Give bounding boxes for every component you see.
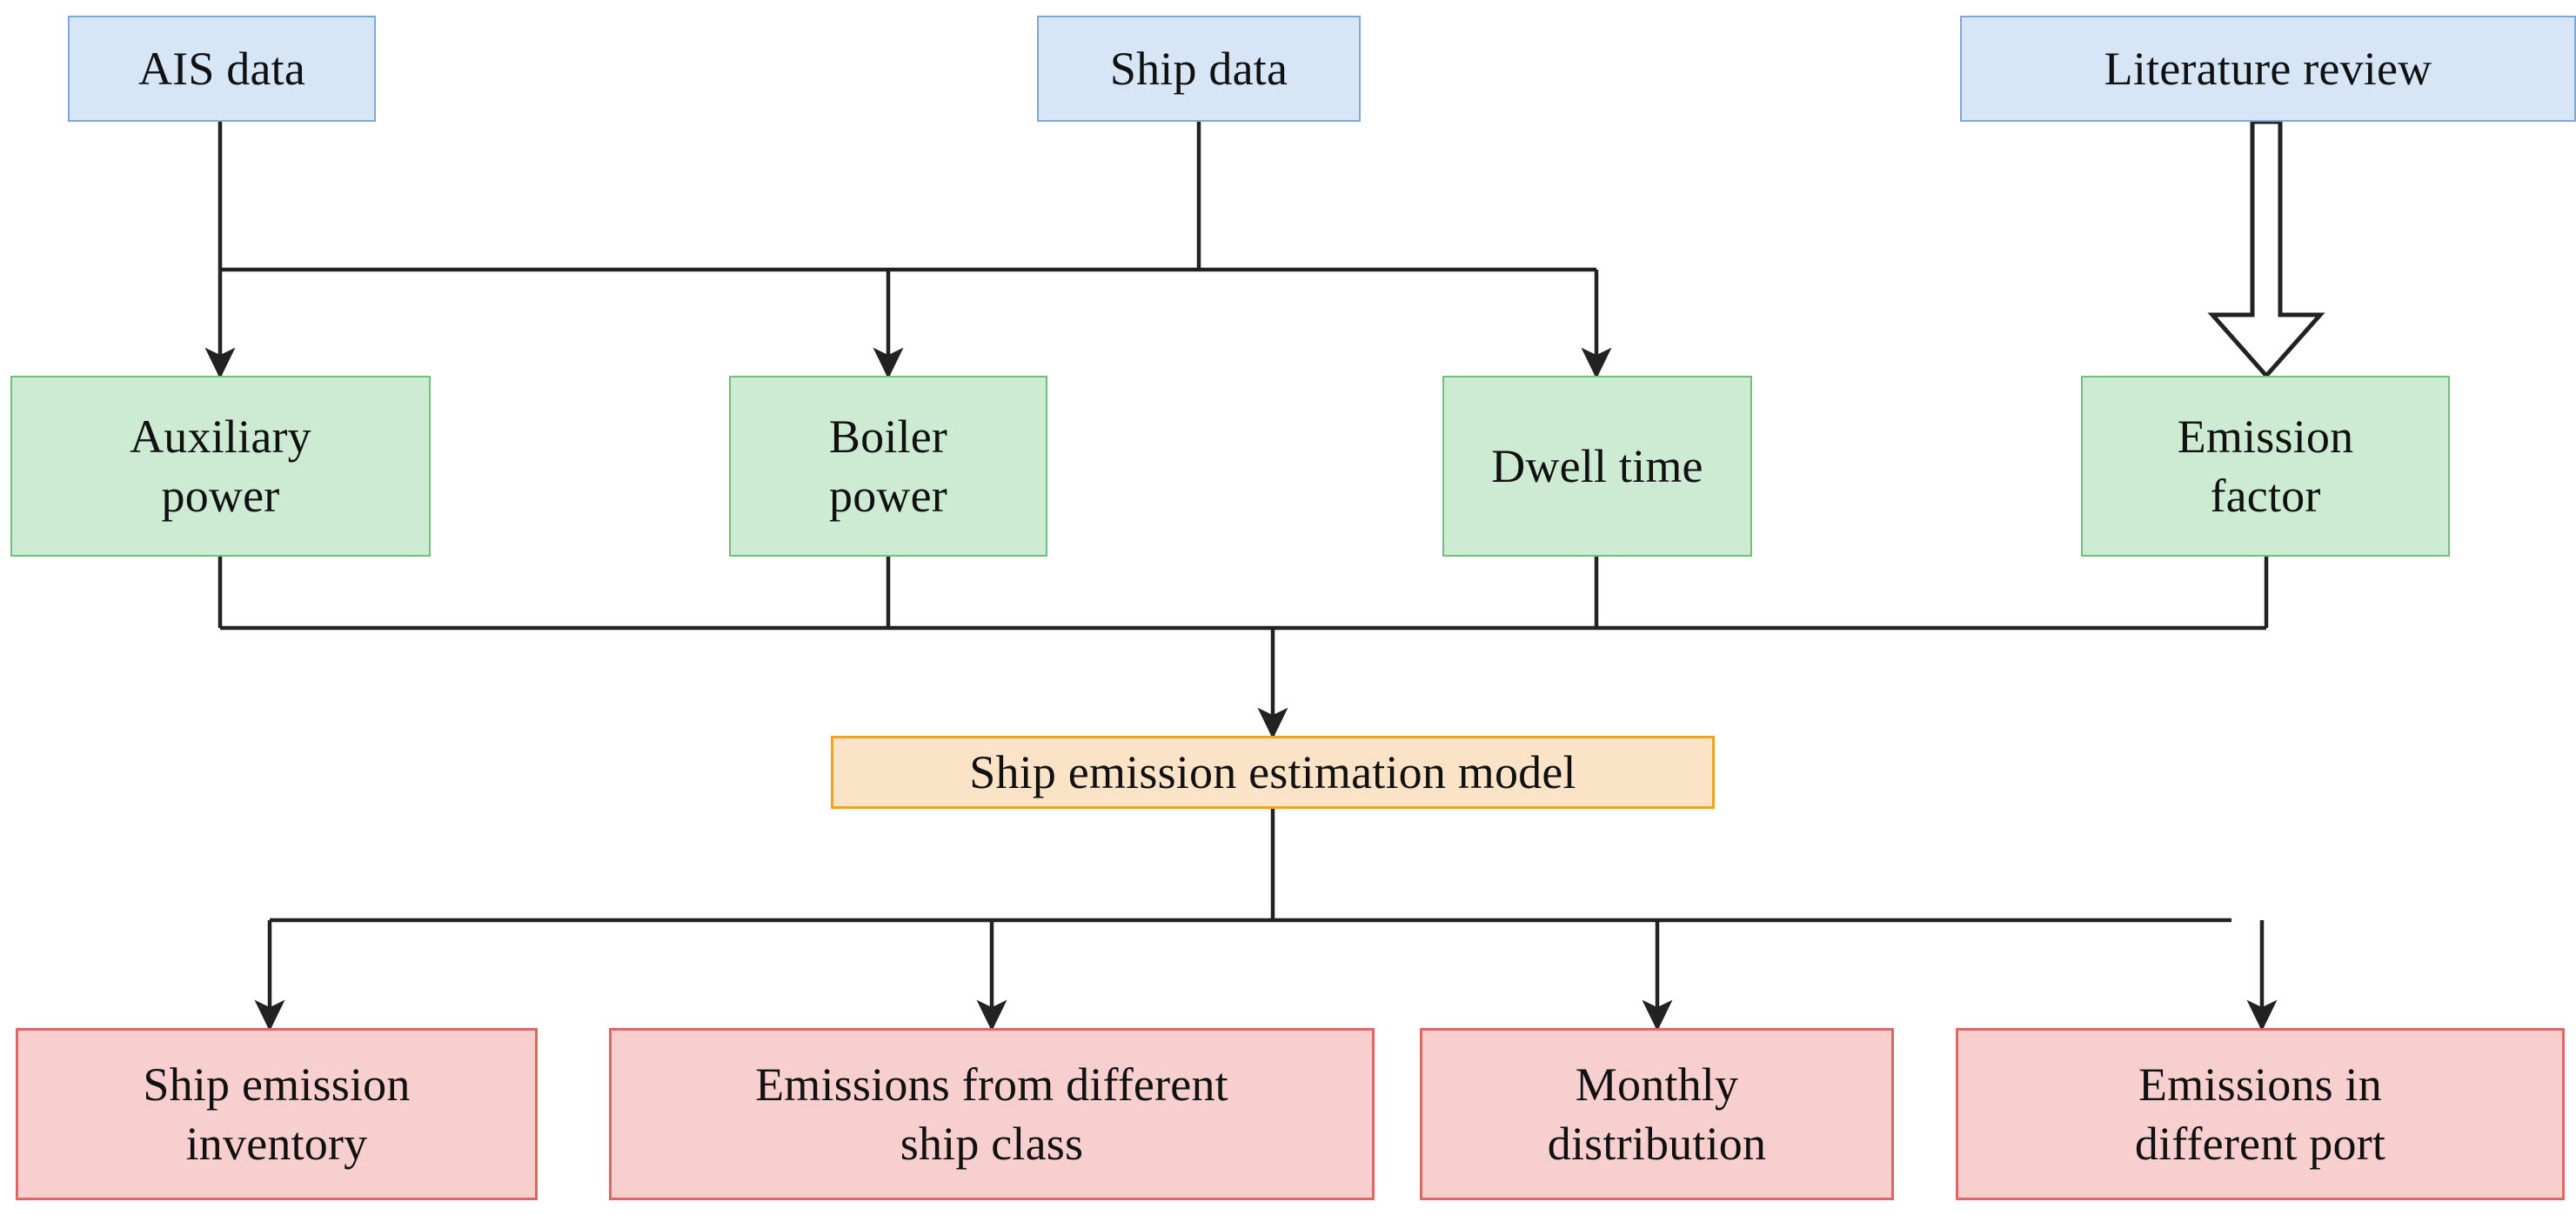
node-ship-emission-inventory[interactable]: Ship emission inventory (16, 1028, 538, 1200)
node-literature-review[interactable]: Literature review (1960, 16, 2576, 122)
node-emissions-in-different-port-label: Emissions in different port (2134, 1058, 2386, 1170)
node-boiler-power-label: Boiler power (828, 410, 948, 522)
node-emissions-in-different-port[interactable]: Emissions in different port (1956, 1028, 2565, 1200)
node-auxiliary-power[interactable]: Auxiliary power (10, 376, 431, 557)
node-emission-factor-label: Emission factor (2177, 410, 2354, 522)
node-ship-emission-estimation-model[interactable]: Ship emission estimation model (831, 736, 1715, 809)
node-auxiliary-power-label: Auxiliary power (130, 410, 311, 522)
node-ship-data-label: Ship data (1109, 42, 1288, 95)
edge-literature-to-emission-factor-block-arrow (2207, 119, 2325, 379)
node-emissions-from-different-ship-class-label: Emissions from different ship class (755, 1058, 1228, 1170)
node-ship-emission-inventory-label: Ship emission inventory (143, 1058, 411, 1170)
node-ship-data[interactable]: Ship data (1037, 16, 1361, 122)
node-monthly-distribution[interactable]: Monthly distribution (1420, 1028, 1894, 1200)
node-emission-factor[interactable]: Emission factor (2081, 376, 2450, 557)
node-dwell-time-label: Dwell time (1491, 439, 1703, 492)
node-monthly-distribution-label: Monthly distribution (1547, 1058, 1767, 1170)
node-literature-review-label: Literature review (2104, 42, 2432, 95)
node-emissions-from-different-ship-class[interactable]: Emissions from different ship class (609, 1028, 1375, 1200)
node-ais-data[interactable]: AIS data (68, 16, 376, 122)
node-ship-emission-estimation-model-label: Ship emission estimation model (969, 745, 1576, 798)
node-dwell-time[interactable]: Dwell time (1442, 376, 1752, 557)
node-ais-data-label: AIS data (137, 42, 306, 95)
node-boiler-power[interactable]: Boiler power (729, 376, 1047, 557)
